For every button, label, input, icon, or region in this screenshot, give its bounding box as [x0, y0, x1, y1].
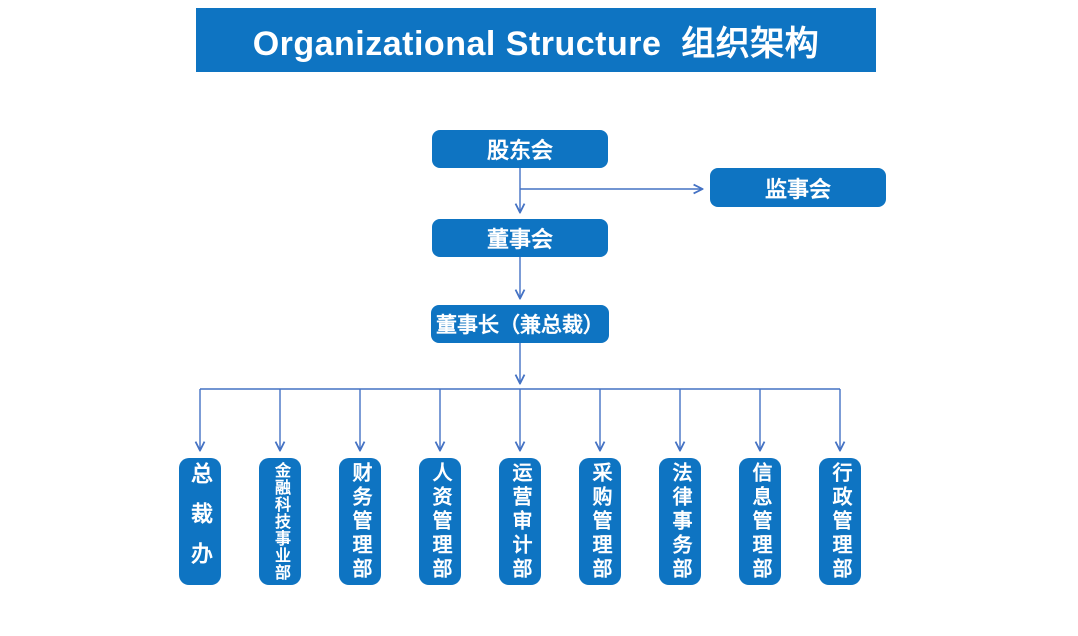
node-chairman-label: 董事长（兼总裁） — [436, 314, 604, 337]
node-shareholders: 股东会 — [432, 130, 608, 168]
dept-label: 金融科技事业部 — [272, 462, 289, 581]
dept-label: 总裁办 — [188, 461, 213, 582]
page-title: Organizational Structure 组织架构 — [252, 24, 820, 63]
dept-fintech-division: 金融科技事业部 — [259, 458, 301, 585]
dept-procurement-management: 采购管理部 — [579, 458, 621, 585]
title-banner: Organizational Structure 组织架构 — [196, 8, 876, 72]
dept-label: 采购管理部 — [589, 461, 611, 582]
node-shareholders-label: 股东会 — [486, 138, 553, 163]
dept-label: 行政管理部 — [829, 461, 851, 582]
dept-finance-management: 财务管理部 — [339, 458, 381, 585]
dept-operations-audit: 运营审计部 — [499, 458, 541, 585]
dept-hr-management: 人资管理部 — [419, 458, 461, 585]
dept-label: 人资管理部 — [429, 461, 451, 582]
dept-presidents-office: 总裁办 — [179, 458, 221, 585]
node-supervisory-label: 监事会 — [764, 176, 831, 202]
dept-information-management: 信息管理部 — [739, 458, 781, 585]
dept-label: 财务管理部 — [349, 461, 371, 582]
dept-label: 运营审计部 — [509, 461, 531, 582]
node-supervisory-board: 监事会 — [710, 168, 886, 207]
node-chairman-president: 董事长（兼总裁） — [431, 305, 609, 343]
dept-label: 法律事务部 — [669, 461, 691, 582]
node-board-of-directors: 董事会 — [432, 219, 608, 257]
dept-label: 信息管理部 — [749, 461, 771, 582]
dept-legal-affairs: 法律事务部 — [659, 458, 701, 585]
node-board-label: 董事会 — [486, 227, 553, 252]
dept-administration-management: 行政管理部 — [819, 458, 861, 585]
